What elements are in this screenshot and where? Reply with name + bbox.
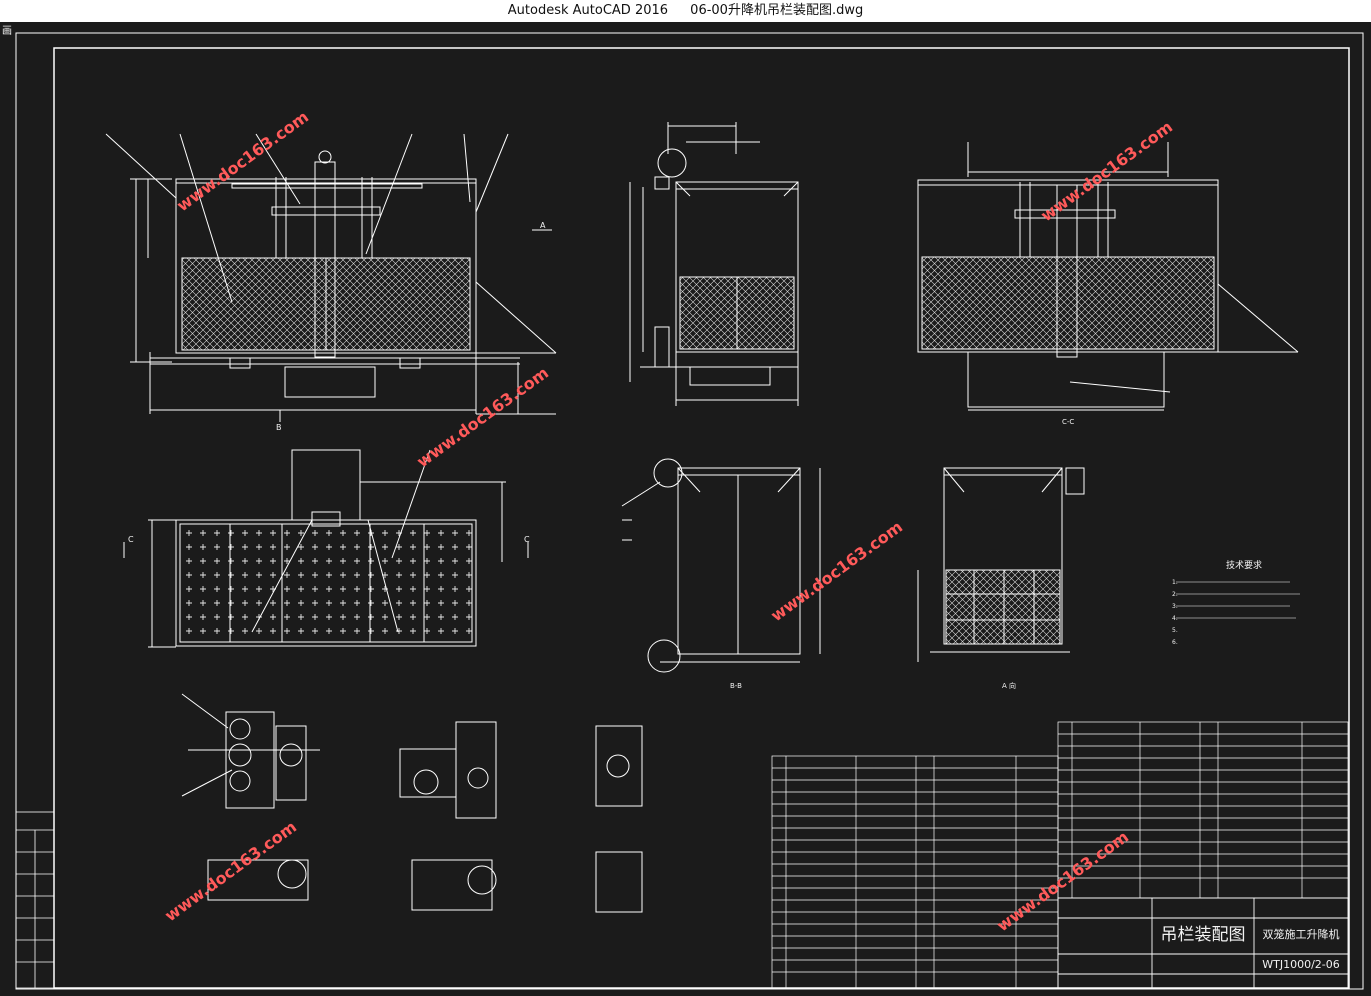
drawing-name: 吊栏装配图	[1161, 925, 1246, 945]
tech-note-2: 2.	[1172, 591, 1178, 598]
tech-note-5: 5.	[1172, 627, 1178, 634]
watermark-2: www.doc163.com	[1037, 117, 1176, 225]
inner-border	[53, 47, 1350, 989]
tech-requirements-title: 技术要求	[1226, 559, 1262, 571]
tech-note-6: 6.	[1172, 639, 1178, 646]
section-label-c-right: C	[524, 535, 530, 544]
view-label-c-c: C-C	[1062, 418, 1074, 426]
corner-glyph: 画	[2, 26, 12, 37]
watermark-1: www.doc163.com	[173, 107, 312, 215]
tech-notes-underlines	[1176, 581, 1300, 619]
outer-border	[15, 32, 1364, 990]
watermark-4: www.doc163.com	[767, 517, 906, 625]
detail-views	[181, 693, 643, 913]
side-view	[629, 122, 799, 406]
view-label-a: A 向	[1002, 681, 1016, 690]
file-name: 06-00升降机吊栏装配图.dwg	[690, 3, 864, 18]
parts-list-left	[771, 755, 1059, 989]
drawing-canvas[interactable]: 画	[0, 22, 1371, 996]
left-revision-strip	[15, 811, 55, 989]
section-label-c-left: C	[128, 535, 134, 544]
section-label-a: A	[540, 221, 546, 230]
title-bar: Autodesk AutoCAD 2016 06-00升降机吊栏装配图.dwg	[0, 0, 1371, 22]
b-b-view	[621, 458, 821, 673]
watermarks: www.doc163.com www.doc163.com www.doc163…	[161, 107, 1176, 935]
product-name: 双笼施工升降机	[1263, 927, 1340, 941]
title-block	[1057, 897, 1349, 989]
view-label-b-b: B-B	[730, 682, 742, 690]
app-name: Autodesk AutoCAD 2016	[507, 3, 669, 18]
c-c-view	[917, 142, 1299, 411]
a-view	[917, 467, 1085, 662]
plan-view	[123, 449, 529, 648]
watermark-3: www.doc163.com	[413, 363, 552, 471]
drawing-number: WTJ1000/2-06	[1262, 958, 1340, 971]
parts-list-right	[1057, 721, 1349, 899]
watermark-5: www.doc163.com	[161, 817, 300, 925]
section-label-b: B	[276, 423, 282, 432]
watermark-6: www.doc163.com	[993, 827, 1132, 935]
front-view	[105, 133, 557, 422]
tech-note-1: 1.	[1172, 579, 1178, 586]
tech-note-3: 3.	[1172, 603, 1178, 610]
tech-note-4: 4.	[1172, 615, 1178, 622]
